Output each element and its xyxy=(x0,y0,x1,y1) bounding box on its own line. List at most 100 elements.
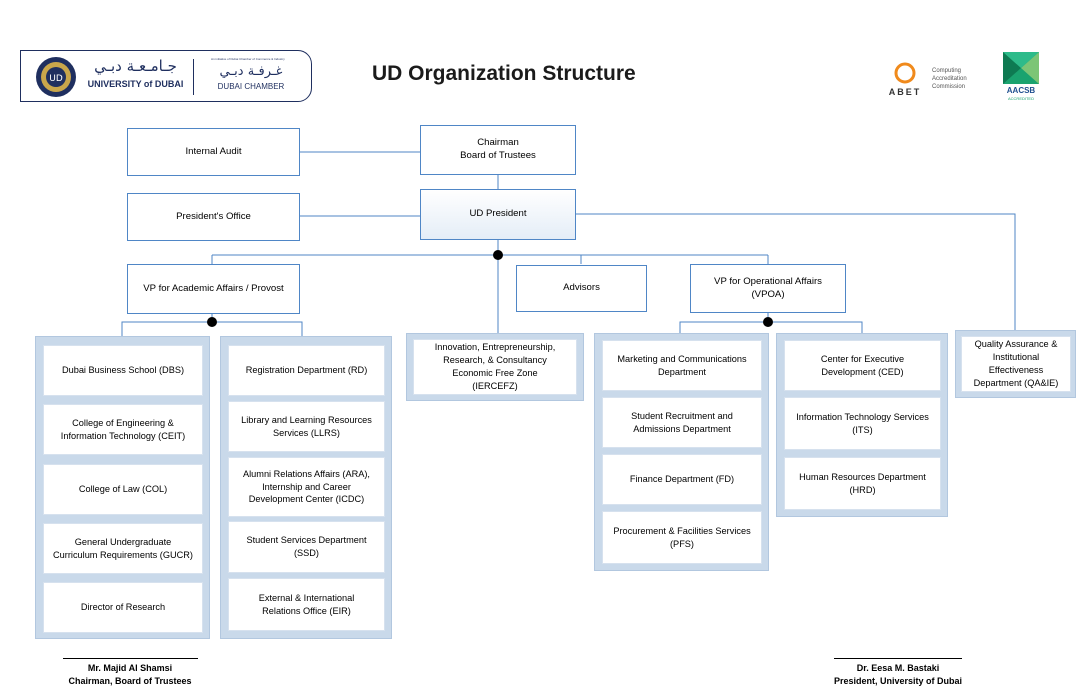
chamber-logo-english: DUBAI CHAMBER xyxy=(217,82,285,91)
chairman-label: Chairman xyxy=(477,137,519,149)
chairman-box: Chairman Board of Trustees xyxy=(420,125,576,175)
pfs-label: Procurement & Facilities Services xyxy=(613,525,751,536)
ud-president-label: UD President xyxy=(469,208,527,220)
junction-dot-operational xyxy=(763,317,773,327)
internal-audit-label: Internal Audit xyxy=(185,145,242,157)
aacsb-logo-icon xyxy=(1003,52,1039,84)
abet-logo-text: ABET xyxy=(888,87,922,97)
icdc-label: Alumni Relations Affairs (ARA), xyxy=(243,468,370,479)
internal-audit-box: Internal Audit xyxy=(127,128,300,176)
col-box: College of Law (COL) xyxy=(43,464,203,515)
director-research-label: Director of Research xyxy=(80,602,166,613)
board-of-trustees-label: Board of Trustees xyxy=(460,150,536,161)
president-name: Dr. Eesa M. Bastaki xyxy=(856,663,940,673)
gucr-label: Curriculum Requirements (GUCR) xyxy=(53,549,193,560)
rd-label: Registration Department (RD) xyxy=(245,365,368,376)
abet-subtext-line: Commission xyxy=(932,84,966,91)
ssd-box: Student Services Department (SSD) xyxy=(228,521,385,573)
vp-academic-label: VP for Academic Affairs / Provost xyxy=(143,282,284,294)
llrs-label: Library and Learning Resources xyxy=(241,414,372,425)
eir-label: Relations Office (EIR) xyxy=(262,605,351,616)
finance-box: Finance Department (FD) xyxy=(602,454,762,505)
quality-line: Institutional xyxy=(992,352,1040,363)
aacsb-subtext: ACCREDITED xyxy=(1007,96,1034,101)
university-seal-icon: UD xyxy=(36,57,76,97)
gucr-label: General Undergraduate xyxy=(74,536,172,547)
ceit-box: College of Engineering &Information Tech… xyxy=(43,404,203,455)
innovation-panel: Innovation, Entrepreneurship, Research, … xyxy=(406,333,584,401)
pfs-label: (PFS) xyxy=(670,538,694,549)
hrd-label: Human Resources Department xyxy=(799,471,926,482)
dbs-label: Dubai Business School (DBS) xyxy=(61,365,185,376)
advisors-label: Advisors xyxy=(563,282,600,294)
chamber-small-text: An initiative of Dubai Chamber of Commer… xyxy=(211,57,285,61)
icdc-label: Development Center (ICDC) xyxy=(248,494,365,505)
hrd-label: (HRD) xyxy=(849,484,876,495)
quality-panel: Quality Assurance & Institutional Effect… xyxy=(955,330,1076,398)
ud-logo-arabic: جـامـعـة دبـي xyxy=(94,57,177,75)
abet-subtext-line: Accreditation xyxy=(932,76,967,83)
its-label: Information Technology Services xyxy=(796,411,929,422)
abet-subtext: Computing Accreditation Commission xyxy=(932,67,967,91)
chamber-logo-arabic: غـرفـة دبـي xyxy=(219,64,283,79)
its-label: (ITS) xyxy=(852,424,873,435)
col-label: College of Law (COL) xyxy=(78,484,168,495)
ced-label: Center for Executive xyxy=(820,353,905,364)
icdc-label: Internship and Career xyxy=(262,481,351,492)
icdc-box: Alumni Relations Affairs (ARA), Internshi… xyxy=(228,457,385,517)
ssd-label: (SSD) xyxy=(293,548,319,558)
marketing-label: Marketing and Communications xyxy=(617,353,747,364)
signature-line xyxy=(834,658,962,659)
hrd-box: Human Resources Department (HRD) xyxy=(784,457,941,510)
advisors-box: Advisors xyxy=(516,265,647,312)
marketing-label: Department xyxy=(657,366,706,377)
aacsb-logo-text: AACSB xyxy=(1006,86,1036,95)
university-logo-banner: UD جـامـعـة دبـي UNIVERSITY of DUBAI An … xyxy=(20,50,312,102)
junction-dot-president xyxy=(493,250,503,260)
quality-line: Department (QA&IE) xyxy=(973,377,1059,388)
its-box: Information Technology Services (ITS) xyxy=(784,397,941,450)
signature-chairman: Mr. Majid Al Shamsi Chairman, Board of T… xyxy=(55,658,205,688)
vp-operational-box: VP for Operational Affairs (VPOA) xyxy=(690,264,846,313)
ced-label: Development (CED) xyxy=(821,366,904,377)
abet-ring-icon xyxy=(894,62,916,84)
page-title: UD Organization Structure xyxy=(372,62,636,85)
ud-president-box: UD President xyxy=(420,189,576,240)
presidents-office-label: President's Office xyxy=(176,210,251,222)
logo-divider xyxy=(193,59,194,95)
vp-academic-box: VP for Academic Affairs / Provost xyxy=(127,264,300,314)
vp-operational-label: VP for Operational Affairs (VPOA) xyxy=(714,275,822,300)
chairman-title: Chairman, Board of Trustees xyxy=(68,676,192,687)
recruitment-label: Student Recruitment and xyxy=(631,410,733,421)
ceit-label: College of Engineering & xyxy=(72,417,174,428)
recruitment-label: Admissions Department xyxy=(633,423,731,434)
ssd-label: Student Services Department xyxy=(246,535,367,546)
chairman-name: Mr. Majid Al Shamsi xyxy=(87,663,173,673)
innovation-box: Innovation, Entrepreneurship, Research, … xyxy=(413,339,577,395)
pfs-box: Procurement & Facilities Services (PFS) xyxy=(602,511,762,564)
academic-colleges-panel: Dubai Business School (DBS) College of E… xyxy=(35,336,210,639)
innovation-line: Research, & Consultancy xyxy=(443,355,547,366)
presidents-office-box: President's Office xyxy=(127,193,300,241)
quality-box: Quality Assurance & Institutional Effect… xyxy=(961,336,1071,392)
innovation-line: (IERCEFZ) xyxy=(472,380,518,391)
innovation-line: Economic Free Zone xyxy=(452,368,538,378)
quality-line: Quality Assurance & xyxy=(974,339,1058,350)
dbs-box: Dubai Business School (DBS) xyxy=(43,345,203,396)
signature-line xyxy=(62,658,198,659)
finance-label: Finance Department (FD) xyxy=(629,474,735,485)
academic-services-panel: Registration Department (RD) Library and… xyxy=(220,336,392,639)
llrs-label: Services (LLRS) xyxy=(273,427,340,438)
junction-dot-academic xyxy=(207,317,217,327)
rd-box: Registration Department (RD) xyxy=(228,345,385,396)
innovation-line: Innovation, Entrepreneurship, xyxy=(434,342,556,353)
